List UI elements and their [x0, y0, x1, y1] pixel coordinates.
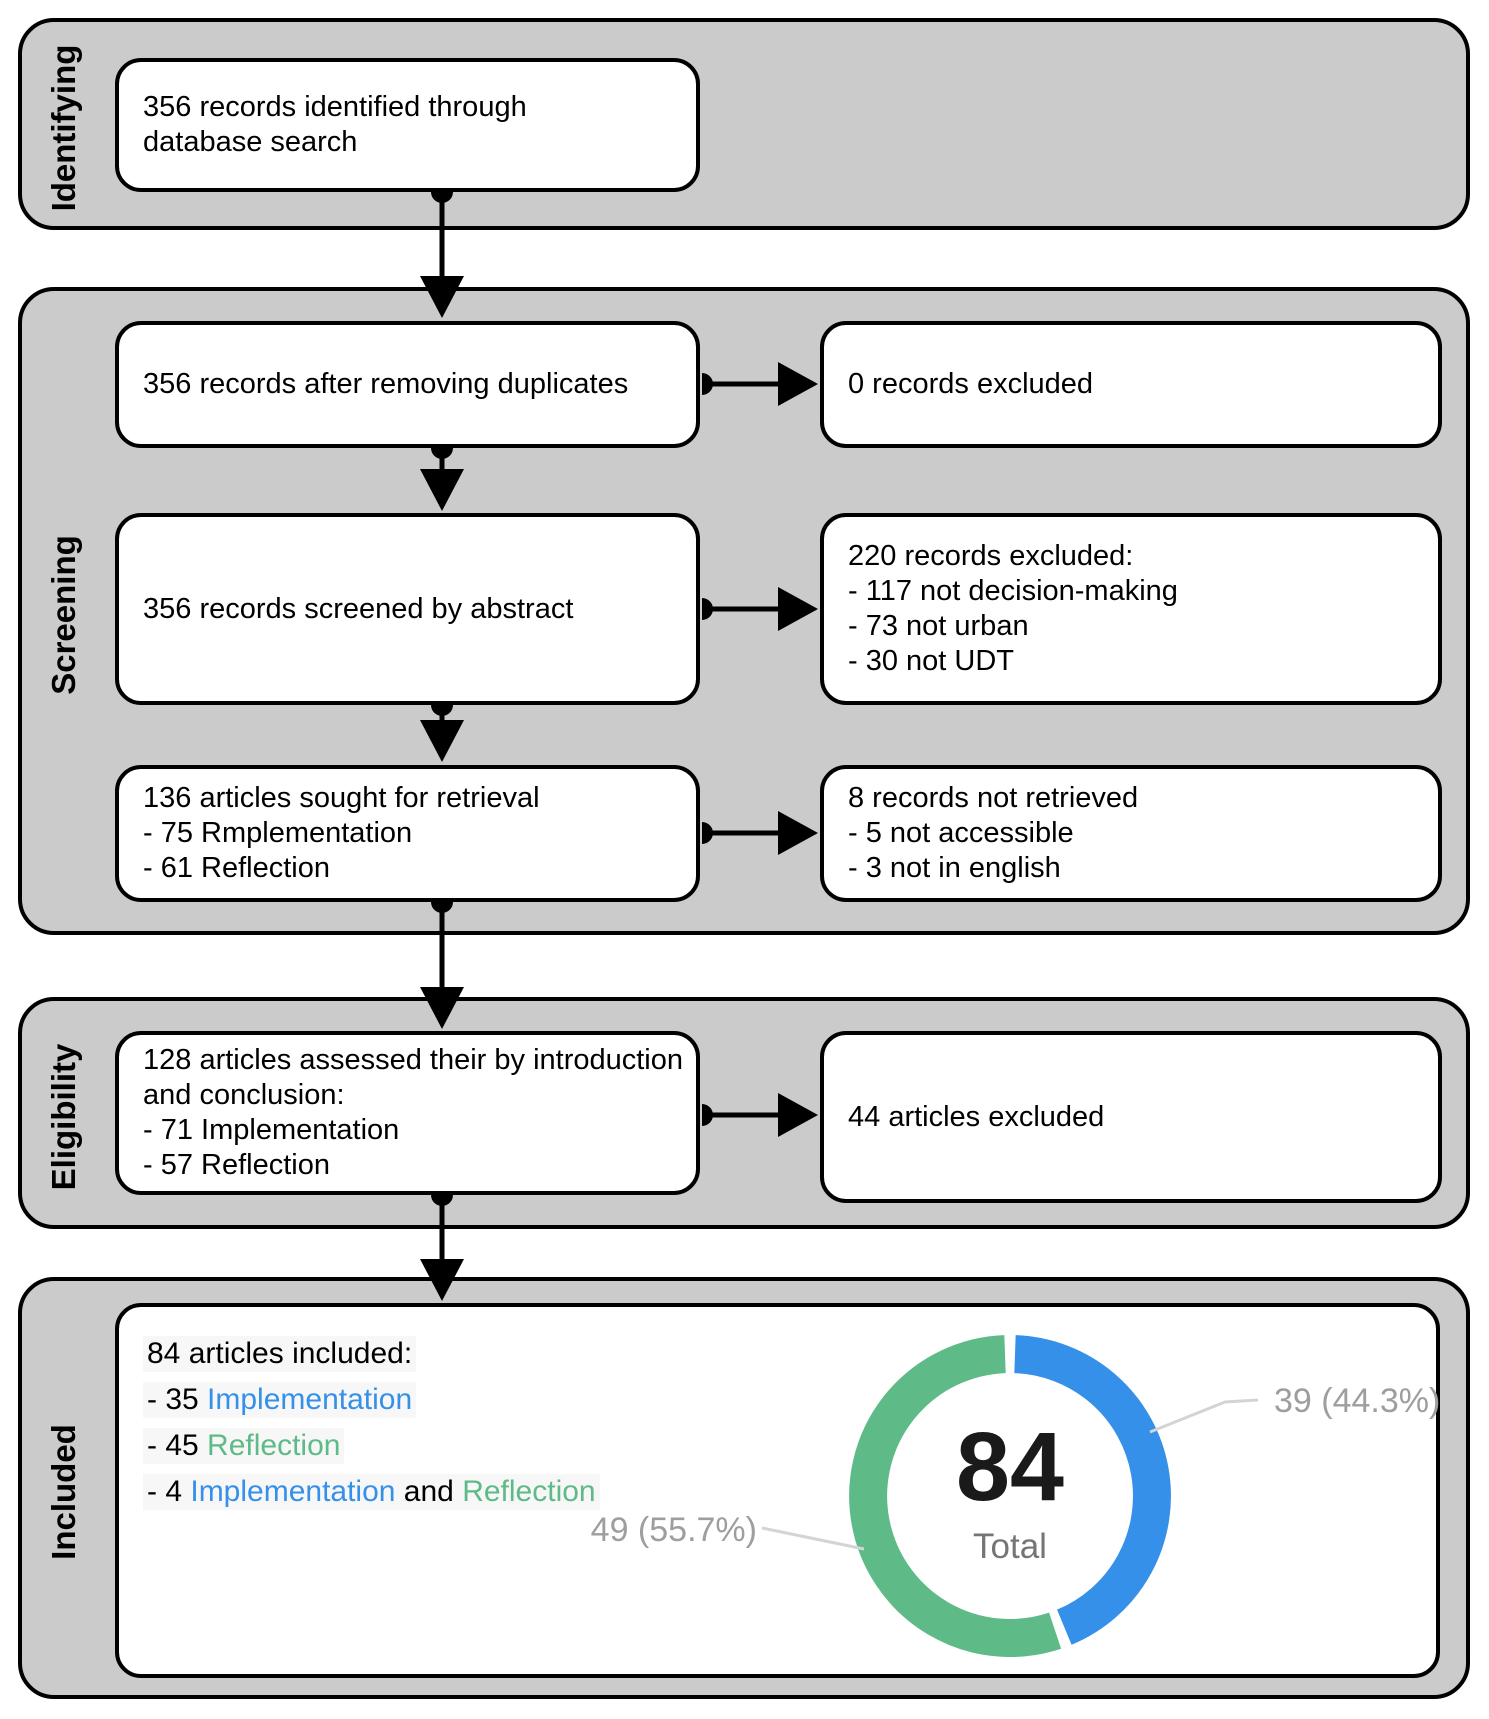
box-records-excluded-0: 0 records excluded	[820, 321, 1442, 448]
box-text-line: - 57 Reflection	[143, 1149, 330, 1181]
box-assessed: 128 articles assessed their by introduct…	[115, 1031, 700, 1195]
included-title-line: 84 articles included:	[143, 1331, 600, 1377]
item-and: and	[395, 1475, 463, 1508]
box-not-retrieved: 8 records not retrieved - 5 not accessib…	[820, 765, 1442, 902]
box-text-line: 0 records excluded	[848, 368, 1094, 400]
box-text-line: 356 records screened by abstract	[143, 592, 574, 625]
box-text-line: 356 records identified through	[143, 91, 527, 123]
box-text-line: 136 articles sought for retrieval	[143, 782, 540, 814]
stage-label-eligibility: Eligibility	[45, 1043, 82, 1191]
box-records-excluded-220: 220 records excluded: - 117 not decision…	[820, 513, 1442, 705]
box-text-line: 128 articles assessed their by introduct…	[143, 1044, 684, 1076]
donut-center-label: Total	[973, 1527, 1047, 1566]
box-text-line: - 5 not accessible	[848, 817, 1074, 849]
callout-label-implementation: 39 (44.3%)	[1274, 1382, 1441, 1420]
item-count: - 35	[147, 1383, 208, 1416]
included-item-reflection: - 45 Reflection	[143, 1423, 600, 1469]
box-text-line: and conclusion:	[143, 1079, 345, 1111]
box-records-identified: 356 records identified through database …	[115, 58, 700, 192]
box-articles-excluded-44: 44 articles excluded	[820, 1031, 1442, 1203]
term-reflection: Reflection	[462, 1475, 596, 1508]
box-text-line: 8 records not retrieved	[848, 782, 1139, 814]
callout-label-reflection: 49 (55.7%)	[590, 1511, 757, 1549]
donut-arc-implementation	[1014, 1335, 1171, 1645]
donut-arc-reflection	[849, 1335, 1062, 1657]
box-sought-retrieval: 136 articles sought for retrieval - 75 R…	[115, 765, 700, 902]
donut-svg	[849, 1335, 1171, 1657]
stage-label-included: Included	[45, 1424, 82, 1560]
box-screened-abstract: 356 records screened by abstract	[115, 513, 700, 705]
donut-chart: 84 Total	[849, 1335, 1171, 1657]
box-text-line: 44 articles excluded	[848, 1100, 1105, 1133]
box-text-line: - 3 not in english	[848, 852, 1061, 884]
box-text-line: 356 records after removing duplicates	[143, 368, 629, 400]
stage-label-identifying: Identifying	[45, 44, 82, 212]
term-implementation: Implementation	[190, 1475, 396, 1508]
box-text-line: - 75 Rmplementation	[143, 817, 413, 849]
term-reflection: Reflection	[207, 1429, 341, 1462]
box-text-line: - 117 not decision-making	[848, 575, 1178, 607]
box-text-line: database search	[143, 126, 358, 158]
box-text-line: - 71 Implementation	[143, 1114, 400, 1146]
item-count: - 45	[147, 1429, 208, 1462]
item-count: - 4	[147, 1475, 191, 1508]
term-implementation: Implementation	[207, 1383, 413, 1416]
box-text-line: - 30 not UDT	[848, 645, 1014, 677]
stage-label-screening: Screening	[45, 535, 82, 695]
included-title: 84 articles included:	[143, 1336, 417, 1372]
donut-center-value: 84	[956, 1412, 1064, 1521]
included-item-implementation: - 35 Implementation	[143, 1377, 600, 1423]
box-text-line: 220 records excluded:	[848, 540, 1134, 572]
included-summary: 84 articles included: - 35 Implementatio…	[143, 1331, 600, 1515]
box-text-line: - 61 Reflection	[143, 852, 330, 884]
box-articles-included: 84 articles included: - 35 Implementatio…	[115, 1303, 1440, 1678]
included-item-both: - 4 Implementation and Reflection	[143, 1469, 600, 1515]
box-text-line: - 73 not urban	[848, 610, 1029, 642]
box-after-duplicates: 356 records after removing duplicates	[115, 321, 700, 448]
